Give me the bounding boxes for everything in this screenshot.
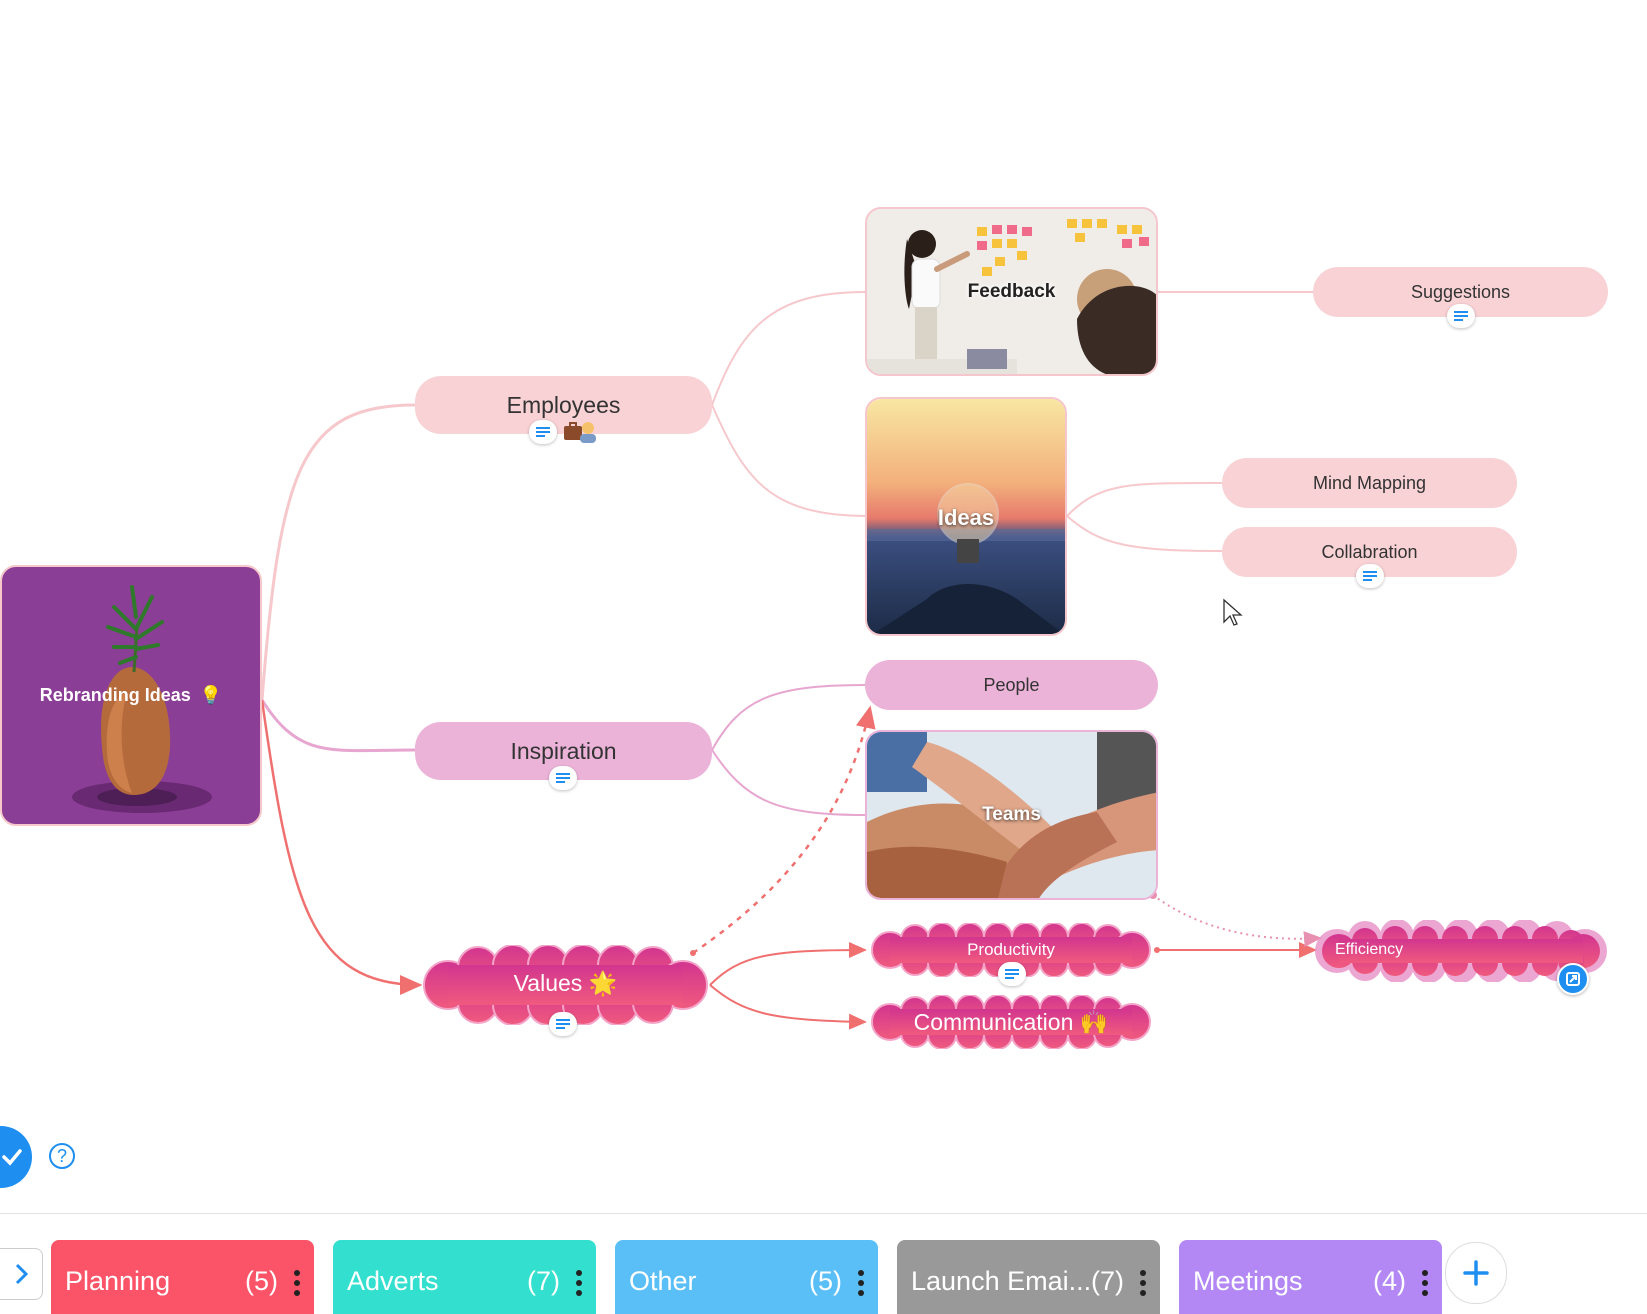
root-node[interactable]: Rebranding Ideas 💡: [0, 565, 262, 826]
node-teams[interactable]: Teams: [865, 730, 1158, 900]
tab-count: (7): [527, 1266, 560, 1296]
node-people-label: People: [983, 674, 1040, 695]
link-root-employees: [260, 403, 416, 701]
note-icon[interactable]: [529, 420, 557, 444]
link-root-values: [260, 699, 423, 995]
plus-icon: [1463, 1260, 1489, 1286]
note-icon[interactable]: [1447, 304, 1475, 328]
root-label: Rebranding Ideas: [39, 685, 191, 705]
link-inspiration-people: [711, 684, 866, 751]
node-communication-cloud-shape[interactable]: [870, 995, 1152, 1049]
node-employees-label: Employees: [506, 391, 621, 418]
ideas-lightbulb-photo: [867, 399, 1065, 634]
chevron-right-icon: [15, 1263, 29, 1285]
node-collabration-label: Collabration: [1321, 541, 1418, 562]
node-teams-label: Teams: [982, 804, 1041, 825]
tab-count: (7): [1091, 1266, 1124, 1296]
link-employees-feedback: [711, 291, 866, 406]
lightbulb-icon: 💡: [199, 685, 223, 705]
note-icon[interactable]: [549, 1012, 577, 1036]
link-values-communication: [709, 984, 867, 1030]
tab-count: (5): [809, 1266, 842, 1296]
node-suggestions-label: Suggestions: [1410, 281, 1511, 302]
note-icon[interactable]: [998, 962, 1026, 986]
raising-hands-icon: 🙌: [1079, 1009, 1109, 1035]
tab-other[interactable]: Other (5): [615, 1240, 878, 1314]
mouse-cursor-icon: [1223, 598, 1243, 626]
people-briefcase-icon: [562, 420, 598, 444]
node-mind-mapping-label: Mind Mapping: [1312, 472, 1427, 493]
link-employees-ideas: [711, 404, 866, 517]
link-root-inspiration: [260, 699, 416, 753]
feedback-photo: [867, 209, 1156, 374]
root-plant-image: [72, 585, 212, 813]
node-feedback[interactable]: Feedback: [865, 207, 1158, 376]
node-feedback-label: Feedback: [967, 281, 1056, 302]
node-values-label: Values: [513, 970, 583, 996]
tab-label: Other: [629, 1266, 697, 1296]
node-productivity-cloud-shape[interactable]: [870, 923, 1152, 977]
node-efficiency[interactable]: Efficiency: [1335, 941, 1403, 959]
link-values-productivity: [709, 942, 867, 986]
link-inspiration-teams: [711, 749, 866, 816]
link-ideas-collabration: [1066, 515, 1223, 552]
more-menu-icon[interactable]: [858, 1270, 864, 1296]
node-productivity[interactable]: Productivity: [870, 940, 1152, 960]
node-employees[interactable]: Employees: [415, 376, 712, 434]
note-icon[interactable]: [549, 766, 577, 790]
node-efficiency-cloud-shape[interactable]: [1315, 920, 1607, 982]
node-communication-label: Communication: [913, 1009, 1074, 1035]
node-inspiration-label: Inspiration: [510, 737, 617, 764]
scroll-tabs-button[interactable]: [0, 1248, 43, 1300]
tab-count: (4): [1373, 1266, 1406, 1296]
tab-count: (5): [245, 1266, 278, 1296]
tab-launch-emails[interactable]: Launch Emai... (7): [897, 1240, 1160, 1314]
tab-label: Planning: [65, 1266, 171, 1296]
bottom-bar-divider: [0, 1213, 1647, 1214]
tab-adverts[interactable]: Adverts (7): [333, 1240, 596, 1314]
tab-label: Launch Emai...: [911, 1266, 1092, 1296]
node-communication[interactable]: Communication 🙌: [870, 1009, 1152, 1036]
node-mind-mapping[interactable]: Mind Mapping: [1222, 458, 1517, 508]
tab-planning[interactable]: Planning (5): [51, 1240, 314, 1314]
link-values-people-dashed: [692, 705, 876, 955]
tab-label: Adverts: [347, 1266, 439, 1296]
check-button[interactable]: [0, 1126, 32, 1188]
checkmark-icon: [2, 1149, 22, 1166]
node-ideas[interactable]: Ideas: [865, 397, 1067, 636]
note-icon[interactable]: [1356, 564, 1384, 588]
link-node-icon[interactable]: [1557, 963, 1589, 995]
more-menu-icon[interactable]: [1140, 1270, 1146, 1296]
teams-hands-photo: [867, 732, 1156, 898]
node-efficiency-label: Efficiency: [1335, 941, 1404, 958]
node-values[interactable]: Values 🌟: [418, 970, 713, 997]
link-teams-efficiency-dotted: [1152, 894, 1322, 948]
more-menu-icon[interactable]: [1422, 1270, 1428, 1296]
node-people[interactable]: People: [865, 660, 1158, 710]
more-menu-icon[interactable]: [576, 1270, 582, 1296]
glowing-star-icon: 🌟: [588, 970, 618, 996]
tab-label: Meetings: [1193, 1266, 1303, 1296]
link-ideas-mindmapping: [1066, 481, 1223, 517]
more-menu-icon[interactable]: [294, 1270, 300, 1296]
node-ideas-label: Ideas: [937, 505, 995, 530]
tab-meetings[interactable]: Meetings (4): [1179, 1240, 1442, 1314]
help-label: ?: [56, 1145, 67, 1166]
help-icon[interactable]: ?: [49, 1143, 75, 1169]
node-productivity-label: Productivity: [967, 940, 1055, 959]
add-tab-button[interactable]: [1445, 1242, 1507, 1304]
